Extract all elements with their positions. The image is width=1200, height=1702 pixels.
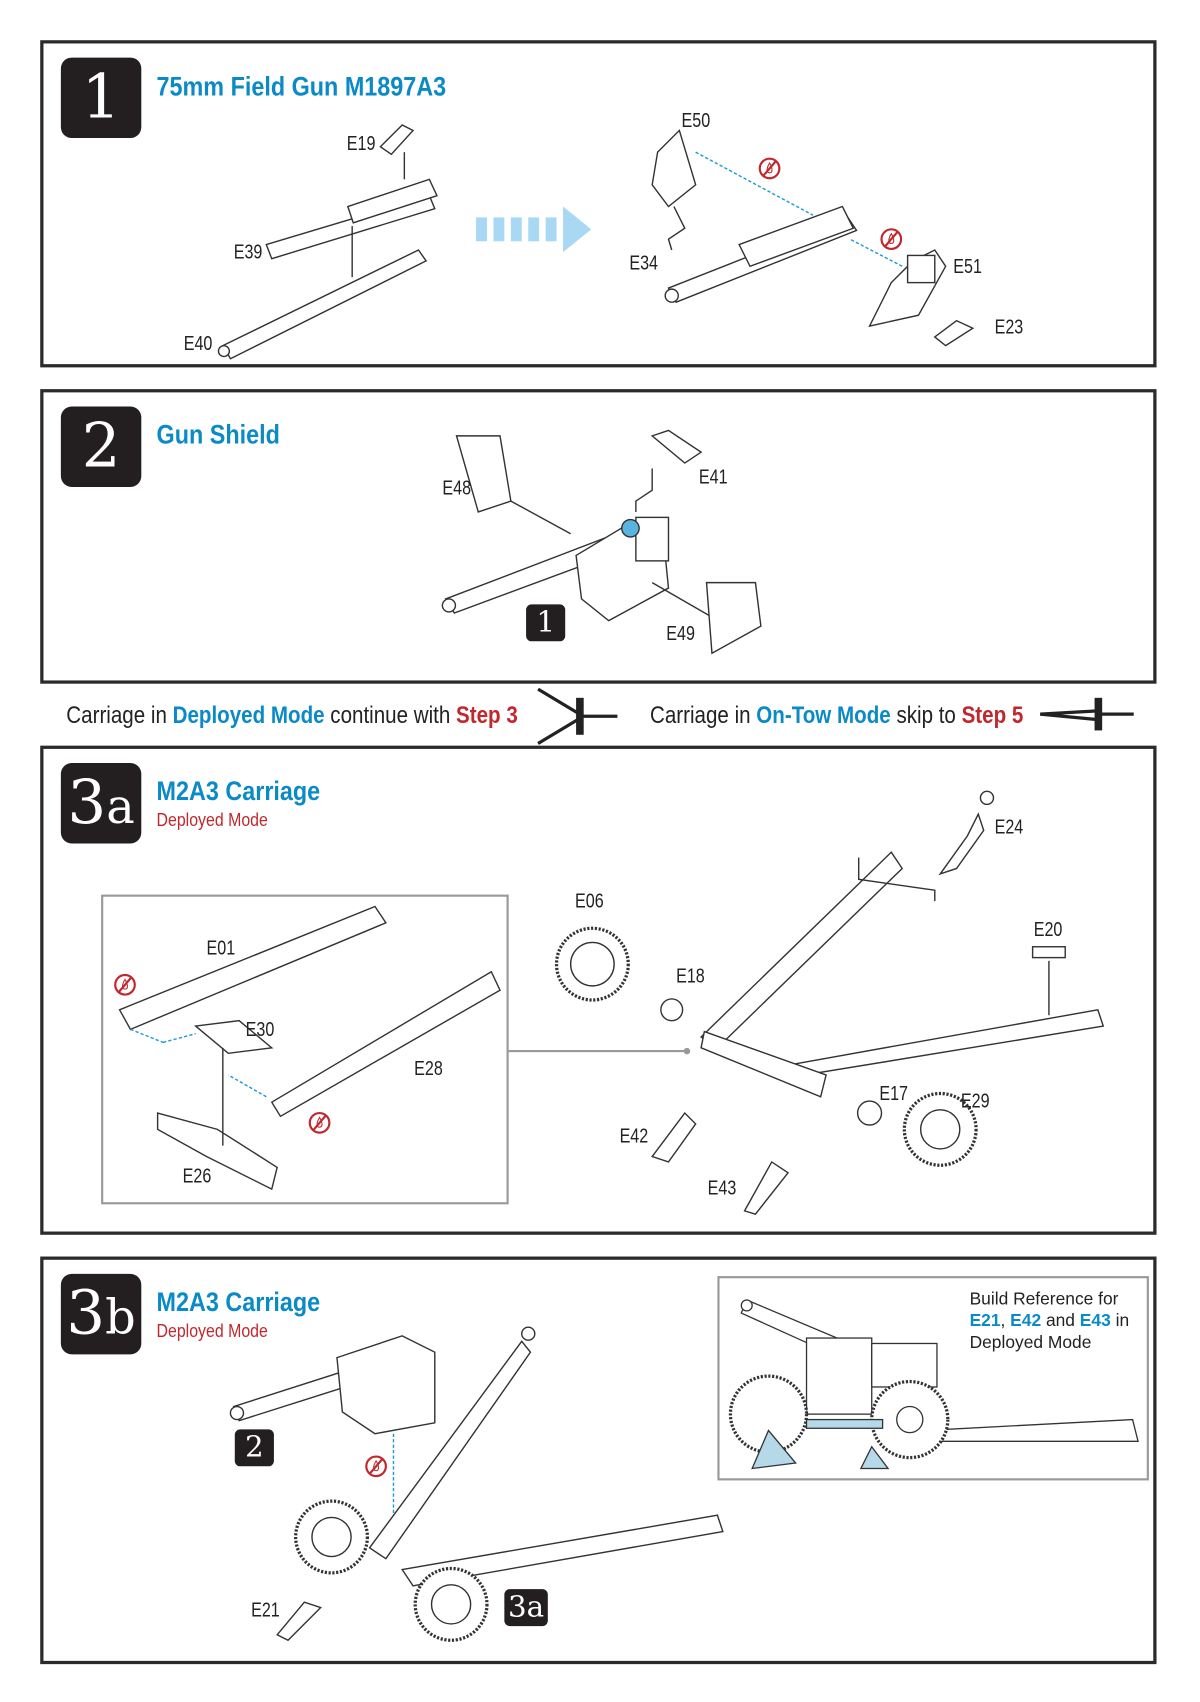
text: skip to [890, 701, 962, 729]
part-label: E29 [960, 1090, 990, 1114]
reference-line: Deployed Mode [969, 1333, 1092, 1353]
part-label: E18 [676, 965, 705, 989]
deployed-carriage-icon [537, 687, 618, 745]
step-suffix: a [106, 779, 135, 835]
part-label: E23 [994, 316, 1024, 340]
on-tow-mode-instruction: Carriage in On-Tow Mode skip to Step 5 [650, 701, 1023, 729]
step-3-link[interactable]: Step 3 [456, 701, 518, 729]
sub-assembly-box [101, 894, 509, 1205]
step-number: 3 [66, 1278, 106, 1349]
step-3a-panel: 3a M2A3 Carriage Deployed Mode [40, 745, 1157, 1235]
part-ref: E21 [969, 1311, 1001, 1331]
text: in [1110, 1311, 1130, 1331]
build-reference-text: Build Reference for E21, E42 and E43 in … [970, 1289, 1130, 1354]
step-5-link[interactable]: Step 5 [961, 701, 1024, 729]
on-tow-carriage-icon [1040, 697, 1134, 731]
step-subtitle: Deployed Mode [156, 1320, 268, 1342]
no-glue-icon [880, 228, 903, 251]
deployed-mode-label: Deployed Mode [172, 701, 325, 729]
part-label: E28 [414, 1057, 443, 1081]
part-label: E01 [206, 936, 236, 960]
part-label: E41 [698, 466, 728, 490]
step-number-badge: 1 [60, 57, 142, 139]
step-number-badge: 3b [60, 1273, 142, 1355]
on-tow-mode-label: On-Tow Mode [756, 701, 891, 729]
step-2-diagram [441, 429, 762, 655]
step-reference-badge: 1 [526, 604, 566, 642]
part-label: E21 [251, 1598, 280, 1622]
text: , [1000, 1311, 1011, 1331]
step-title: Gun Shield [156, 419, 280, 451]
step-subtitle: Deployed Mode [156, 809, 268, 831]
part-label: E51 [953, 255, 982, 279]
step-3a-diagram [114, 790, 1105, 1215]
step-title: 75mm Field Gun M1897A3 [156, 71, 447, 103]
step-title: M2A3 Carriage [156, 1286, 321, 1318]
part-label: E06 [575, 890, 604, 914]
text: and [1041, 1311, 1080, 1331]
part-label: E48 [442, 477, 472, 501]
assembled-gun-drawing [651, 129, 975, 347]
part-label: E39 [233, 241, 263, 265]
part-label: E49 [666, 622, 695, 646]
no-glue-icon [365, 1455, 387, 1478]
text: Carriage in [650, 701, 757, 729]
step-3b-panel: 3b M2A3 Carriage Deployed Mode 2 3a E21 [40, 1256, 1157, 1665]
text: continue with [324, 701, 457, 729]
step-suffix: b [105, 1290, 136, 1346]
part-label: E34 [629, 252, 659, 276]
part-label: E30 [245, 1018, 275, 1042]
part-label: E17 [879, 1082, 909, 1106]
step-1-panel: 1 75mm Field Gun M1897A3 [40, 40, 1157, 368]
no-glue-icon [114, 973, 136, 996]
part-ref: E42 [1010, 1311, 1042, 1331]
step-reference-badge: 2 [234, 1429, 274, 1467]
deployed-mode-instruction: Carriage in Deployed Mode continue with … [66, 701, 517, 729]
part-label: E40 [183, 332, 213, 356]
text: Carriage in [66, 701, 173, 729]
part-label: E24 [994, 816, 1024, 840]
step-number: 3 [67, 767, 107, 839]
part-label: E50 [681, 109, 711, 133]
part-label: E26 [182, 1165, 212, 1189]
reference-gun-drawing [728, 1299, 1139, 1470]
part-label: E43 [707, 1177, 737, 1201]
gun-barrel-parts-drawing [217, 124, 438, 360]
step-3b-diagram [229, 1326, 724, 1642]
step-2-panel: 2 Gun Shield E48 E41 E49 1 [40, 389, 1157, 684]
step-1-diagram [217, 124, 975, 360]
reference-line: E21, E42 and E43 in [970, 1311, 1130, 1333]
reference-line: Build Reference for [969, 1290, 1119, 1309]
step-number-badge: 2 [60, 406, 142, 487]
step-number-badge: 3a [60, 763, 142, 844]
part-label: E42 [619, 1125, 649, 1148]
step-title: M2A3 Carriage [156, 776, 321, 807]
no-glue-icon [308, 1111, 331, 1134]
step-reference-badge: 3a [504, 1589, 548, 1627]
no-glue-icon [758, 157, 781, 180]
part-ref: E43 [1079, 1311, 1111, 1331]
build-reference-box: Build Reference for E21, E42 and E43 in … [717, 1276, 1149, 1481]
forward-arrow-icon [476, 206, 592, 253]
part-label: E20 [1033, 918, 1063, 942]
part-label: E19 [346, 132, 376, 156]
